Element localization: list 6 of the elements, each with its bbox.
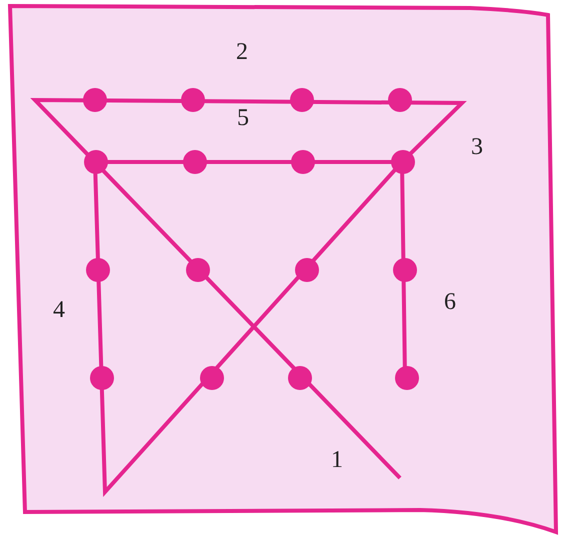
line-number: 3 xyxy=(471,135,483,159)
line-number: 2 xyxy=(236,40,248,64)
line-number: 4 xyxy=(53,298,65,322)
line-number: 1 xyxy=(331,448,343,472)
line-number: 6 xyxy=(444,290,456,314)
line-number: 5 xyxy=(237,106,249,130)
